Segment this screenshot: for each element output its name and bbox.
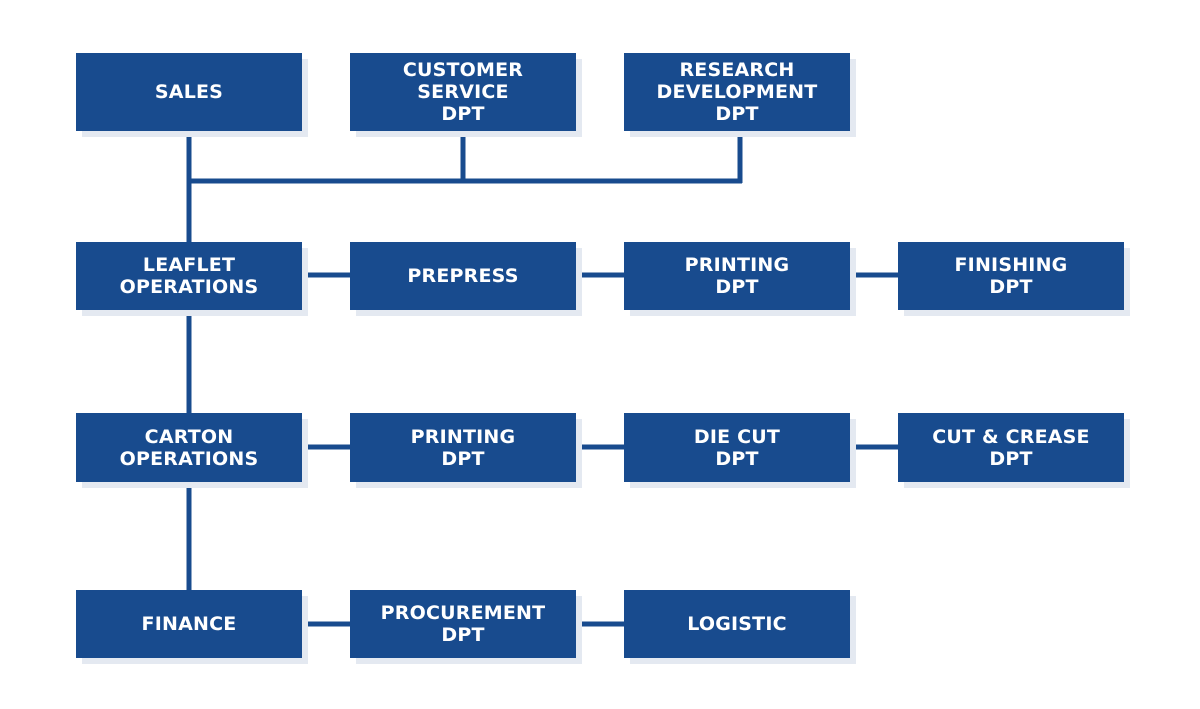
- box-leaflet-operations-label: LEAFLET OPERATIONS: [119, 254, 259, 298]
- box-cut-crease: CUT & CREASE DPT: [898, 413, 1124, 482]
- box-prepress: PREPRESS: [350, 242, 576, 310]
- box-carton-printing: PRINTING DPT: [350, 413, 576, 482]
- box-logistic: LOGISTIC: [624, 590, 850, 658]
- box-procurement: PROCUREMENT DPT: [350, 590, 576, 658]
- box-leaflet-printing-label: PRINTING DPT: [684, 254, 790, 298]
- box-procurement-label: PROCUREMENT DPT: [380, 602, 546, 646]
- box-carton-operations-label: CARTON OPERATIONS: [119, 425, 259, 470]
- box-carton-operations: CARTON OPERATIONS: [76, 413, 302, 482]
- box-finishing: FINISHING DPT: [898, 242, 1124, 310]
- box-finance: FINANCE: [76, 590, 302, 658]
- box-carton-printing-label: PRINTING DPT: [410, 425, 516, 470]
- box-sales-label: SALES: [154, 81, 224, 103]
- box-customer-service-label: CUSTOMER SERVICE DPT: [402, 59, 524, 125]
- box-cut-crease-label: CUT & CREASE DPT: [932, 425, 1090, 470]
- box-sales: SALES: [76, 53, 302, 131]
- box-leaflet-operations: LEAFLET OPERATIONS: [76, 242, 302, 310]
- box-research-development: RESEARCH DEVELOPMENT DPT: [624, 53, 850, 131]
- box-finance-label: FINANCE: [141, 613, 237, 635]
- box-prepress-label: PREPRESS: [407, 265, 519, 287]
- box-die-cut-label: DIE CUT DPT: [693, 425, 781, 470]
- box-logistic-label: LOGISTIC: [687, 613, 787, 635]
- box-die-cut: DIE CUT DPT: [624, 413, 850, 482]
- box-research-development-label: RESEARCH DEVELOPMENT DPT: [656, 59, 818, 125]
- box-finishing-label: FINISHING DPT: [954, 254, 1068, 298]
- box-customer-service: CUSTOMER SERVICE DPT: [350, 53, 576, 131]
- box-leaflet-printing: PRINTING DPT: [624, 242, 850, 310]
